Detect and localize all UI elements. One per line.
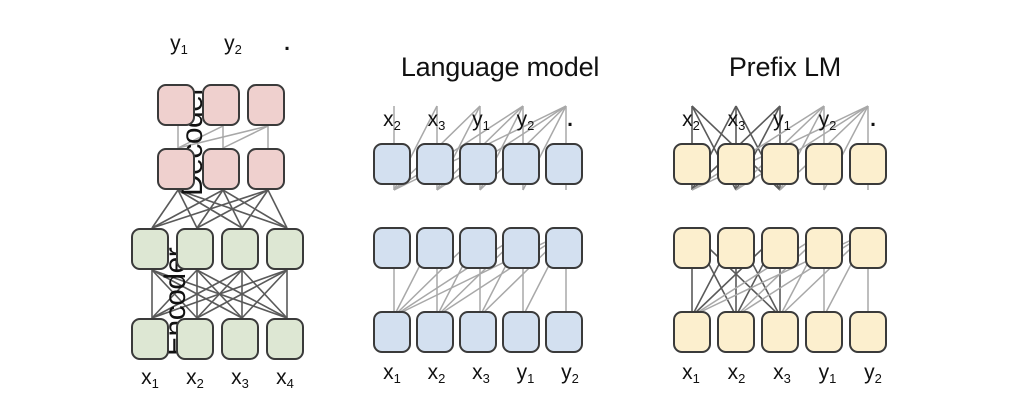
node-cell [673,227,711,269]
panel-title-language-model: Language model [400,52,600,82]
node-row-plm-layer2 [673,227,887,269]
node-cell [202,148,240,190]
node-row-plm-layer3 [673,143,887,185]
node-cell [805,227,843,269]
node-row-lm-layer1 [373,311,583,353]
token-label: x2 [682,108,700,133]
node-cell [373,311,411,353]
node-cell [805,143,843,185]
token-label: y1 [472,108,490,133]
node-cell [673,143,711,185]
node-row-lm-layer2 [373,227,583,269]
node-cell [176,318,214,360]
node-cell [176,228,214,270]
token-label: x3 [427,108,446,133]
node-cell [416,311,454,353]
token-label: x2 [383,108,401,133]
token-label: x1 [141,366,159,391]
node-cell [247,84,285,126]
node-cell [373,143,411,185]
token-label: x4 [276,366,294,391]
node-cell [373,227,411,269]
token-label: y1 [516,361,535,386]
node-row-encoder-input [131,318,304,360]
token-label: . [567,108,573,131]
token-label: y2 [224,32,242,57]
token-row-encoder-input: x1 x2 x3 x4 [131,362,304,391]
token-row-plm-top: x2 x3 y1 y2 . [672,104,892,133]
token-label: y2 [818,108,837,133]
node-cell [459,311,497,353]
token-label: . [870,108,876,131]
node-cell [157,148,195,190]
node-cell [202,84,240,126]
panel-prefix-lm: Prefix LM x2 x3 y1 y2 . [650,0,940,408]
token-label: . [284,32,290,55]
node-cell [266,228,304,270]
node-cell [545,143,583,185]
node-cell [221,228,259,270]
node-cell [502,227,540,269]
token-label: x2 [427,361,446,386]
token-row-lm-bottom: x1 x2 x3 y1 y2 [373,357,589,386]
node-cell [805,311,843,353]
token-label: y2 [864,361,882,386]
node-cell [416,227,454,269]
node-row-decoder-hidden [157,148,285,190]
token-label: y1 [818,361,837,386]
node-cell [502,311,540,353]
node-cell [761,143,799,185]
token-label: x3 [773,361,791,386]
panel-title-prefix-lm: Prefix LM [728,52,842,82]
token-label: x3 [727,108,746,133]
node-cell [131,228,169,270]
node-cell [266,318,304,360]
node-cell [416,143,454,185]
node-cell [221,318,259,360]
node-row-lm-layer3 [373,143,583,185]
token-label: x2 [186,366,204,391]
node-cell [849,227,887,269]
node-cell [761,311,799,353]
token-label: y1 [773,108,791,133]
token-label: y2 [516,108,535,133]
node-row-decoder-output [157,84,285,126]
token-label: y1 [170,32,188,57]
token-label: x1 [383,361,401,386]
node-cell [673,311,711,353]
token-label: x3 [472,361,490,386]
node-cell [761,227,799,269]
panel-language-model: Language model x2 x3 y1 y2 . [360,0,640,408]
node-cell [717,311,755,353]
token-label: y2 [561,361,579,386]
token-row-lm-top: x2 x3 y1 y2 . [373,104,589,133]
node-cell [131,318,169,360]
node-cell [717,227,755,269]
panel-encoder-decoder: Decoder Encoder y1 y2 . [60,0,360,408]
node-cell [502,143,540,185]
node-cell [849,143,887,185]
node-row-plm-layer1 [673,311,887,353]
token-label: x1 [682,361,700,386]
token-label: x2 [727,361,746,386]
node-cell [717,143,755,185]
node-cell [459,143,497,185]
node-cell [849,311,887,353]
node-cell [459,227,497,269]
token-row-plm-bottom: x1 x2 x3 y1 y2 [672,357,892,386]
node-cell [545,311,583,353]
token-row-decoder-output: y1 y2 . [158,28,308,57]
token-label: x3 [231,366,249,391]
node-cell [545,227,583,269]
node-row-encoder-hidden [131,228,304,270]
node-cell [247,148,285,190]
node-cell [157,84,195,126]
